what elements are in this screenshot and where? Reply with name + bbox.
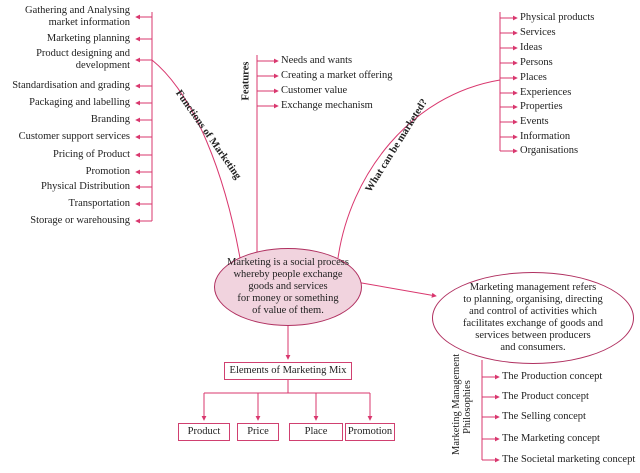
function-item: Customer support services bbox=[18, 131, 130, 142]
function-item: Product designing and bbox=[36, 48, 130, 59]
function-item: Branding bbox=[90, 114, 130, 125]
definition-line: goods and services bbox=[248, 281, 328, 292]
philosophies-label-line: Marketing Management bbox=[451, 353, 462, 455]
function-item: Packaging and labelling bbox=[29, 97, 130, 108]
management-line: facilitates exchange of goods and bbox=[463, 318, 603, 329]
marketed-item: Experiences bbox=[520, 87, 572, 98]
function-item: development bbox=[75, 60, 130, 71]
marketed-item: Organisations bbox=[520, 145, 579, 156]
marketed-item: Properties bbox=[520, 101, 563, 112]
management-line: and consumers. bbox=[500, 342, 566, 353]
functions-branch bbox=[151, 59, 241, 259]
marketed-item: Physical products bbox=[520, 12, 595, 23]
management-line: services between producers bbox=[475, 330, 591, 341]
management-line: to planning, organising, directing bbox=[463, 294, 603, 305]
management-line: Marketing management refers bbox=[469, 282, 597, 293]
marketed-item: Ideas bbox=[520, 42, 543, 53]
management-definition-ellipse: Marketing management refers to planning,… bbox=[432, 272, 634, 364]
feature-item: Needs and wants bbox=[281, 55, 353, 66]
philosophies-label: Marketing Management Philosophies bbox=[451, 353, 473, 455]
function-item: Transportation bbox=[68, 198, 130, 209]
mix-item-box: Promotion bbox=[345, 423, 395, 441]
feature-item: Customer value bbox=[281, 85, 348, 96]
philosophies-label-line: Philosophies bbox=[462, 380, 473, 434]
definition-line: whereby people exchange bbox=[233, 269, 343, 280]
philosophy-item: The Marketing concept bbox=[502, 433, 600, 444]
definition-line: of value of them. bbox=[252, 305, 324, 316]
mix-item-box: Product bbox=[178, 423, 230, 441]
feature-item: Creating a market offering bbox=[281, 70, 393, 81]
marketing-definition-ellipse: Marketing is a social process whereby pe… bbox=[214, 248, 362, 326]
function-item: Storage or warehousing bbox=[30, 215, 130, 226]
feature-item: Exchange mechanism bbox=[281, 100, 373, 111]
philosophy-item: The Production concept bbox=[502, 371, 603, 382]
function-item: Physical Distribution bbox=[41, 181, 130, 192]
function-item: Marketing planning bbox=[46, 33, 130, 44]
management-arrow bbox=[355, 281, 437, 298]
philosophy-item: The Societal marketing concept bbox=[502, 454, 636, 465]
function-item: Gathering and Analysing bbox=[25, 5, 130, 16]
features-label: Features bbox=[240, 61, 252, 101]
philosophy-item: The Selling concept bbox=[502, 411, 586, 422]
marketed-item: Information bbox=[520, 131, 571, 142]
marketed-branch bbox=[337, 79, 501, 259]
function-item: market information bbox=[48, 17, 130, 28]
mix-item-box: Price bbox=[237, 423, 279, 441]
philosophy-item: The Product concept bbox=[502, 391, 589, 402]
management-line: and control of activities which bbox=[469, 306, 597, 317]
marketing-mix-box: Elements of Marketing Mix bbox=[224, 362, 352, 380]
marketed-item: Events bbox=[520, 116, 549, 127]
marketed-item: Persons bbox=[520, 57, 553, 68]
mix-item-box: Place bbox=[289, 423, 343, 441]
definition-line: Marketing is a social process bbox=[227, 257, 349, 268]
function-item: Pricing of Product bbox=[53, 149, 130, 160]
marketed-item: Services bbox=[520, 27, 556, 38]
function-item: Standardisation and grading bbox=[12, 80, 130, 91]
function-item: Promotion bbox=[85, 166, 130, 177]
definition-line: for money or something bbox=[237, 293, 339, 304]
marketed-item: Places bbox=[520, 72, 547, 83]
